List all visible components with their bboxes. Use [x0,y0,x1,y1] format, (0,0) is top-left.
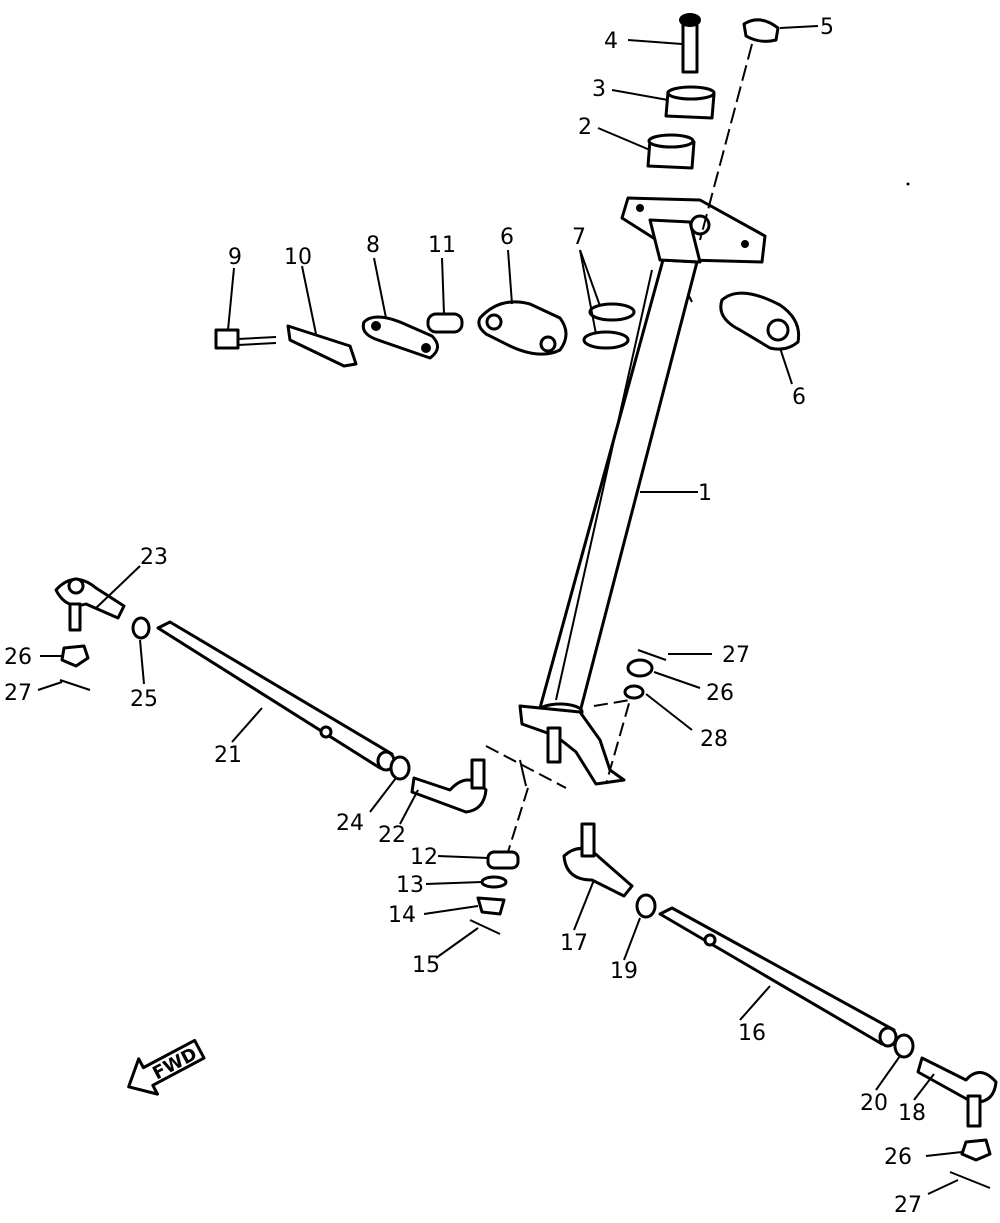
callout-26-right: 26 [706,681,734,706]
callout-27-left: 27 [4,681,32,706]
callout-9: 9 [228,245,242,270]
callout-13: 13 [396,873,424,898]
callout-14: 14 [388,903,416,928]
callout-10: 10 [284,245,312,270]
clamp-parts-row [214,293,693,368]
callout-5: 5 [820,15,834,40]
callout-4: 4 [604,29,618,54]
callout-27-bottom: 27 [894,1193,922,1218]
callout-19: 19 [610,959,638,984]
right-tie-rod [562,822,998,1189]
left-tie-rod [54,577,488,814]
pitman-arm [485,698,632,789]
callout-16: 16 [738,1021,766,1046]
callout-1: 1 [698,481,712,506]
callout-12: 12 [410,845,438,870]
callout-17: 17 [560,931,588,956]
callout-6-left: 6 [500,225,514,250]
lower-hardware [469,787,529,935]
callout-26-left: 26 [4,645,32,670]
callout-labels: 1 2 3 4 5 6 6 7 8 9 10 11 12 13 14 15 16… [4,15,926,1218]
callout-11: 11 [428,233,456,258]
callout-3: 3 [592,77,606,102]
arrow-icon [127,1038,206,1096]
callout-23: 23 [140,545,168,570]
callout-24: 24 [336,811,364,836]
callout-7: 7 [572,225,586,250]
callout-18: 18 [898,1101,926,1126]
right-small-hardware [623,649,667,700]
callout-6-right: 6 [792,385,806,410]
callout-25: 25 [130,687,158,712]
callout-8: 8 [366,233,380,258]
fwd-direction-marker: FWD [127,1038,206,1096]
upper-bracket [620,196,767,264]
callout-20: 20 [860,1091,888,1116]
leader-lines [37,25,963,1195]
upper-collars [646,13,780,241]
callout-15: 15 [412,953,440,978]
callout-22: 22 [378,823,406,848]
callout-27-right: 27 [722,643,750,668]
column-holder-right [719,291,801,351]
callout-21: 21 [214,743,242,768]
callout-26-bottom: 26 [884,1145,912,1170]
callout-28: 28 [700,727,728,752]
callout-2: 2 [578,115,592,140]
